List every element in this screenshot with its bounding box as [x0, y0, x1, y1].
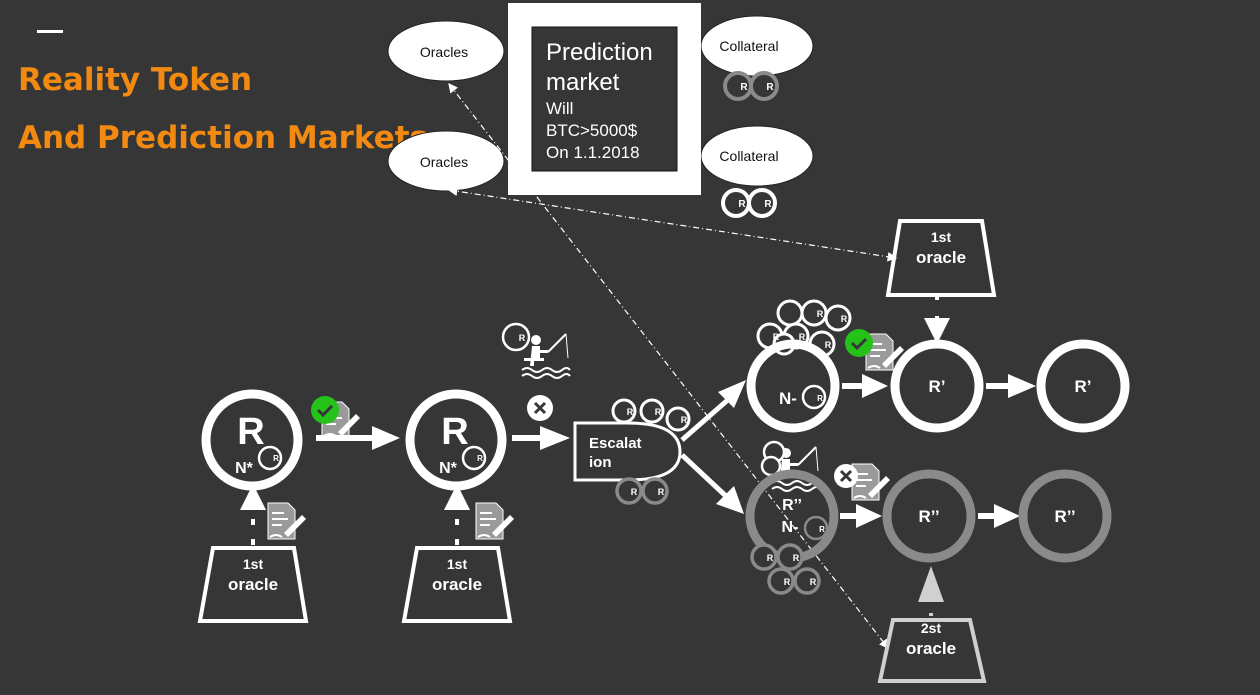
branch-a-label: N- — [779, 389, 797, 408]
collateral-label-top: Collateral — [719, 38, 778, 54]
svg-text:R: R — [658, 487, 665, 497]
svg-text:R: R — [738, 199, 746, 210]
oracle-1st-mid: 1st oracle — [401, 546, 513, 623]
svg-text:2st: 2st — [921, 620, 942, 636]
collateral-label-bottom: Collateral — [719, 148, 778, 164]
svg-text:R: R — [825, 340, 832, 350]
escalation-coins-top: R R R — [611, 398, 691, 432]
svg-text:1st: 1st — [931, 229, 952, 245]
market-question-2: BTC>5000$ — [546, 121, 638, 140]
coin-icon — [803, 515, 829, 541]
svg-text:R: R — [767, 553, 774, 563]
svg-text:oracle: oracle — [432, 575, 482, 594]
oracle-1st-left: 1st oracle — [197, 546, 309, 623]
svg-text:1st: 1st — [447, 556, 468, 572]
r-double-prime-node-2 — [1018, 469, 1112, 563]
token-node-2-letter: R — [441, 411, 468, 453]
svg-text:R: R — [773, 332, 780, 342]
svg-text:R: R — [793, 553, 800, 563]
branch-a-node — [746, 339, 840, 433]
svg-text:R: R — [519, 333, 526, 343]
coin-icon — [801, 384, 827, 410]
svg-text:R: R — [810, 577, 817, 587]
r-double-prime-label-1: R’’ — [918, 507, 939, 526]
oracle-2st: 2st oracle — [877, 618, 987, 683]
r-double-prime-node-1 — [882, 469, 976, 563]
oracles-label-top: Oracles — [420, 44, 468, 60]
collateral-coins-bottom: R R — [721, 188, 777, 218]
svg-text:R: R — [817, 394, 823, 403]
escalation-label-2: ion — [589, 454, 612, 471]
r-prime-label-1: R’ — [929, 377, 946, 396]
svg-text:R: R — [841, 314, 848, 324]
r-prime-node-2 — [1036, 339, 1130, 433]
svg-text:R: R — [799, 332, 806, 342]
token-node-1-letter: R — [237, 411, 264, 453]
svg-text:R: R — [631, 487, 638, 497]
connector-oracles-to-2st — [448, 83, 889, 649]
svg-text:R: R — [477, 454, 483, 463]
svg-text:R: R — [740, 82, 748, 93]
svg-text:1st: 1st — [243, 556, 264, 572]
coin-icon — [461, 445, 487, 471]
market-heading-2: market — [546, 69, 620, 96]
title-line-1: Reality Token — [18, 62, 253, 98]
coin-icon — [501, 322, 531, 352]
coin-icon — [257, 445, 283, 471]
arrow-escalation-to-branch-b — [680, 453, 730, 500]
document-sign-icon — [851, 463, 891, 501]
svg-text:R: R — [273, 454, 279, 463]
connector-oracles-to-1st — [447, 186, 898, 262]
svg-text:R: R — [819, 525, 825, 534]
escalation-coins-bottom: R R — [615, 477, 669, 505]
oracle-1st-right: 1st oracle — [885, 219, 997, 297]
branch-b-label-2: N- — [782, 519, 799, 536]
arrow-escalation-to-branch-a — [680, 396, 732, 442]
svg-text:R: R — [766, 82, 774, 93]
market-question-3: On 1.1.2018 — [546, 143, 640, 162]
title-dash — [37, 30, 63, 33]
document-sign-icon — [267, 502, 307, 540]
token-node-1-badge: N* — [235, 460, 254, 477]
check-badge-icon — [311, 396, 339, 424]
market-heading-1: Prediction — [546, 39, 653, 66]
branch-b-coins: R R R R — [750, 543, 821, 595]
r-prime-label-2: R’ — [1075, 377, 1092, 396]
branch-b-label-1: R’’ — [782, 497, 802, 514]
escalation-label-1: Escalat — [589, 435, 642, 452]
collateral-coins-top: R R — [723, 71, 779, 101]
oracles-bubble-top — [387, 20, 505, 82]
escalation-node — [573, 421, 682, 482]
svg-text:oracle: oracle — [906, 639, 956, 658]
svg-text:R: R — [784, 577, 791, 587]
svg-text:R: R — [764, 199, 772, 210]
title-line-2: And Prediction Markets — [18, 120, 429, 156]
document-sign-icon — [475, 502, 515, 540]
svg-text:R: R — [655, 407, 662, 417]
r-double-prime-label-2: R’’ — [1054, 507, 1075, 526]
svg-text:R: R — [627, 407, 634, 417]
token-node-2-badge: N* — [439, 460, 458, 477]
market-question-1: Will — [546, 99, 573, 118]
svg-text:R: R — [681, 415, 688, 425]
svg-text:oracle: oracle — [228, 575, 278, 594]
svg-text:oracle: oracle — [916, 248, 966, 267]
check-badge-icon — [845, 329, 873, 357]
svg-text:R: R — [817, 309, 824, 319]
oracles-label-bottom: Oracles — [420, 154, 468, 170]
